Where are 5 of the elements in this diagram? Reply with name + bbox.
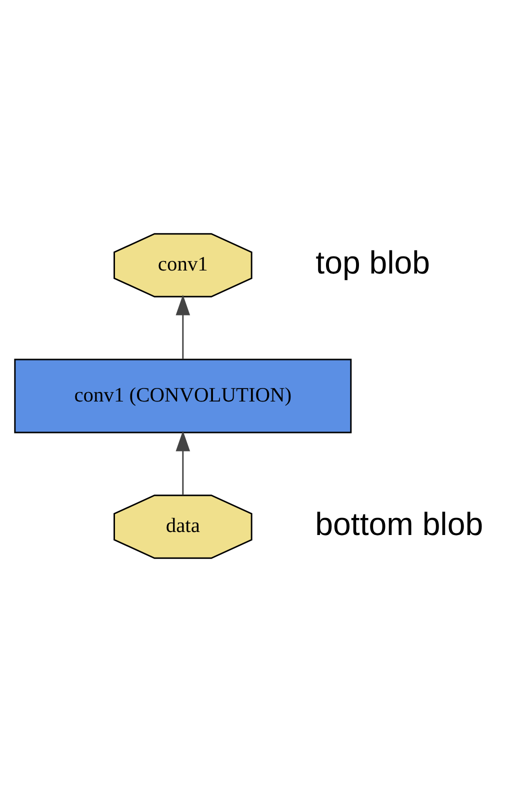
node-box: conv1 (CONVOLUTION) xyxy=(14,358,352,433)
arrow xyxy=(175,294,190,358)
arrow xyxy=(175,430,190,494)
label: top blob xyxy=(315,244,430,280)
label: bottom blob xyxy=(314,505,483,542)
